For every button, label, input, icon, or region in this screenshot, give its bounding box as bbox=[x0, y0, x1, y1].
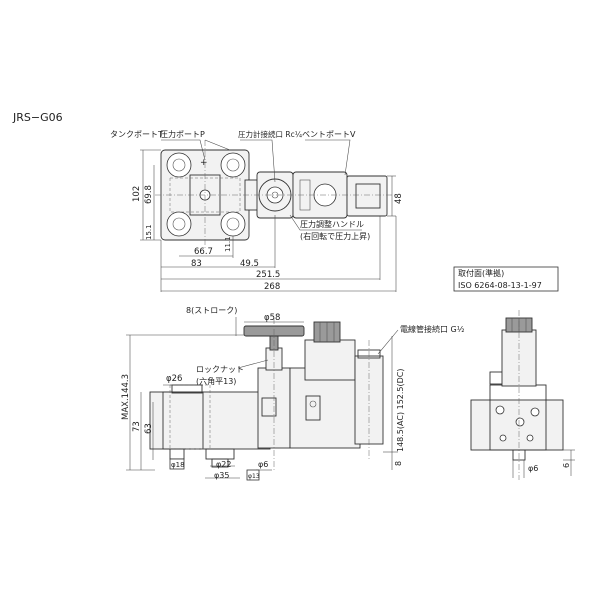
dim-phi58: φ58 bbox=[264, 313, 280, 323]
leader-locknut bbox=[237, 359, 269, 369]
solenoid-screw bbox=[309, 400, 317, 408]
side-hole bbox=[530, 407, 540, 417]
leader-vent-port bbox=[305, 139, 351, 176]
label-locknut-1: ロックナット bbox=[196, 365, 244, 374]
dim-max144-3: MAX.144.3 bbox=[121, 374, 131, 420]
top-view: + タンクポートT 圧力ポートP 圧力計接続口 Rc¼ ベントポートV 圧力調整… bbox=[110, 129, 404, 292]
side-bottom-port bbox=[512, 449, 526, 461]
mounting-hole-top-right bbox=[220, 152, 246, 178]
dim-66-7: 66.7 bbox=[194, 247, 213, 257]
leader-gauge-port bbox=[240, 139, 276, 183]
model-title: JRS−G06 bbox=[12, 111, 63, 124]
port-p-outlet bbox=[205, 448, 235, 460]
mounting-note: 取付面(準拠) ISO 6264-08-13-1-97 bbox=[453, 266, 559, 292]
dim-73: 73 bbox=[132, 421, 142, 432]
leader-tank-port bbox=[161, 139, 206, 161]
dim-102: 102 bbox=[132, 186, 142, 202]
dim-48: 48 bbox=[394, 193, 404, 204]
dim-251-5: 251.5 bbox=[256, 270, 280, 280]
mounting-hole-bottom-right bbox=[220, 211, 246, 237]
label-locknut-2: (六角平13) bbox=[196, 376, 236, 386]
conduit-cap bbox=[357, 349, 381, 359]
label-gauge-port: 圧力計接続口 Rc¼ bbox=[238, 129, 303, 139]
mounting-hole-bottom-left bbox=[166, 211, 192, 237]
side-view: φ6 6 bbox=[470, 310, 575, 480]
dim-phi6: φ6 bbox=[258, 460, 268, 469]
label-conduit: 電線管接続口 G½ bbox=[400, 324, 465, 334]
coil-box bbox=[355, 183, 381, 209]
mounting-hole-inner bbox=[172, 217, 186, 231]
solenoid-window bbox=[305, 395, 321, 421]
leader-handle bbox=[289, 214, 362, 231]
dim-box-phi18 bbox=[169, 458, 185, 470]
dim-phi22: φ22 bbox=[216, 460, 231, 469]
dim-15-1: 15.1 bbox=[145, 224, 153, 240]
side-dim-phi6: φ6 bbox=[528, 464, 538, 473]
mounting-hole-inner bbox=[172, 158, 186, 172]
port-t-outlet bbox=[169, 448, 185, 460]
dim-phi35: φ35 bbox=[214, 471, 229, 480]
mounting-note-box bbox=[453, 266, 559, 292]
label-vent-port: ベントポートV bbox=[302, 130, 356, 139]
label-handle-1: 圧力調整ハンドル bbox=[300, 219, 364, 229]
leader-conduit bbox=[377, 329, 399, 355]
mounting-hole-inner bbox=[226, 158, 240, 172]
label-pressure-port: 圧力ポートP bbox=[160, 129, 205, 139]
label-handle-2: (右回転で圧力上昇) bbox=[300, 231, 370, 241]
mounting-note-line1: 取付面(準拠) bbox=[458, 268, 504, 278]
side-hole bbox=[526, 434, 534, 442]
dim-83: 83 bbox=[191, 259, 202, 269]
dim-8: 8 bbox=[394, 461, 403, 466]
side-hole bbox=[499, 434, 507, 442]
center-mark: + bbox=[200, 158, 208, 168]
dim-69-8: 69.8 bbox=[144, 185, 154, 204]
port-p-lower bbox=[211, 458, 229, 468]
dim-11-1: 11.1 bbox=[224, 236, 232, 252]
side-hole bbox=[515, 417, 525, 427]
dim-63: 63 bbox=[144, 423, 154, 434]
pilot-port bbox=[261, 397, 277, 417]
mounting-note-line2: ISO 6264-08-13-1-97 bbox=[458, 281, 542, 290]
dim-49-5: 49.5 bbox=[240, 259, 259, 269]
leader-pressure-port bbox=[204, 139, 231, 151]
dim-box-phi13 bbox=[246, 469, 260, 481]
mounting-hole-top-left bbox=[166, 152, 192, 178]
dim-phi26: φ26 bbox=[166, 374, 182, 384]
dim-268: 268 bbox=[264, 282, 280, 292]
mounting-hole-inner bbox=[226, 217, 240, 231]
front-view-coil bbox=[304, 339, 356, 381]
dim-phi18: φ18 bbox=[171, 461, 185, 469]
label-tank-port: タンクポートT bbox=[110, 130, 163, 139]
top-view-coil bbox=[346, 175, 388, 217]
dim-148-152: 148.5(AC) 152.5(DC) bbox=[396, 369, 405, 453]
side-dim-6: 6 bbox=[562, 463, 571, 468]
label-stroke: 8(ストローク) bbox=[186, 306, 237, 315]
dim-phi13: φ13 bbox=[248, 473, 260, 480]
side-hole bbox=[495, 405, 505, 415]
front-view: 8(ストローク) φ58 ロックナット (六角平13) φ26 MAX.144.… bbox=[121, 306, 465, 481]
